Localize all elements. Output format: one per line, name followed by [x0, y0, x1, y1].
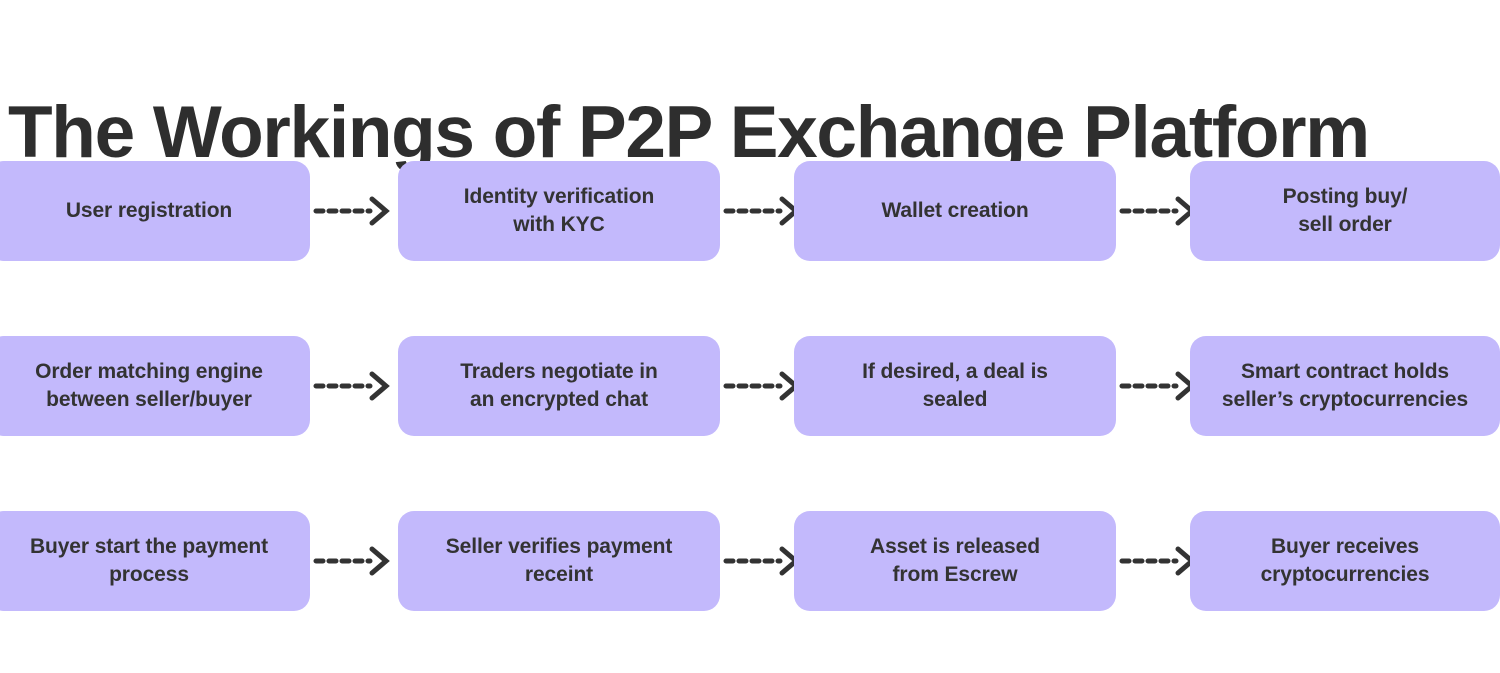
flow-node[interactable]: Posting buy/ sell order: [1190, 161, 1500, 261]
flow-node[interactable]: User registration: [0, 161, 310, 261]
flow-node-label: Buyer start the payment process: [29, 535, 269, 586]
arrow-head-icon: [369, 546, 390, 576]
flow-row: Buyer start the payment process Seller v…: [0, 511, 1500, 611]
flow-node[interactable]: Buyer receives cryptocurrencies: [1190, 511, 1500, 611]
flow-node-label: Asset is released from Escrew: [870, 535, 1040, 586]
flow-node-label: If desired, a deal is sealed: [862, 360, 1048, 411]
arrow-connector: [1119, 371, 1198, 401]
flow-node[interactable]: Buyer start the payment process: [0, 511, 310, 611]
flow-node[interactable]: Asset is released from Escrew: [794, 511, 1116, 611]
arrow-head-icon: [369, 196, 390, 226]
page-title: The Workings of P2P Exchange Platform: [8, 91, 1370, 173]
arrow-connector: [723, 546, 802, 576]
arrow-connector: [1119, 196, 1198, 226]
flow-node[interactable]: Order matching engine between seller/buy…: [0, 336, 310, 436]
arrow-connector: [313, 196, 392, 226]
arrow-connector: [313, 371, 392, 401]
flow-row: User registration Identity verification …: [0, 161, 1500, 261]
arrow-connector: [723, 371, 802, 401]
flowchart: User registration Identity verification …: [0, 161, 1500, 612]
flow-node-label: Buyer receives cryptocurrencies: [1260, 535, 1430, 586]
flow-node-label: Wallet creation: [881, 199, 1029, 222]
flow-node-label: Traders negotiate in an encrypted chat: [460, 360, 658, 411]
arrow-head-icon: [369, 371, 390, 401]
flow-node-label: Order matching engine between seller/buy…: [35, 360, 263, 411]
flow-row: Order matching engine between seller/buy…: [0, 336, 1500, 436]
arrow-connector: [723, 196, 802, 226]
flow-node-label: Smart contract holds seller’s cryptocurr…: [1221, 360, 1469, 411]
flow-node-label: Seller verifies payment receint: [445, 535, 673, 586]
flow-node[interactable]: Wallet creation: [794, 161, 1116, 261]
flow-node-label: Identity verification with KYC: [463, 185, 655, 236]
flow-node[interactable]: Smart contract holds seller’s cryptocurr…: [1190, 336, 1500, 436]
flow-node[interactable]: Identity verification with KYC: [398, 161, 720, 261]
flow-node[interactable]: If desired, a deal is sealed: [794, 336, 1116, 436]
flow-node[interactable]: Traders negotiate in an encrypted chat: [398, 336, 720, 436]
flow-node[interactable]: Seller verifies payment receint: [398, 511, 720, 611]
flow-node-label: Posting buy/ sell order: [1282, 185, 1408, 236]
arrow-connector: [313, 546, 392, 576]
arrow-connector: [1119, 546, 1198, 576]
flow-node-label: User registration: [65, 199, 233, 222]
